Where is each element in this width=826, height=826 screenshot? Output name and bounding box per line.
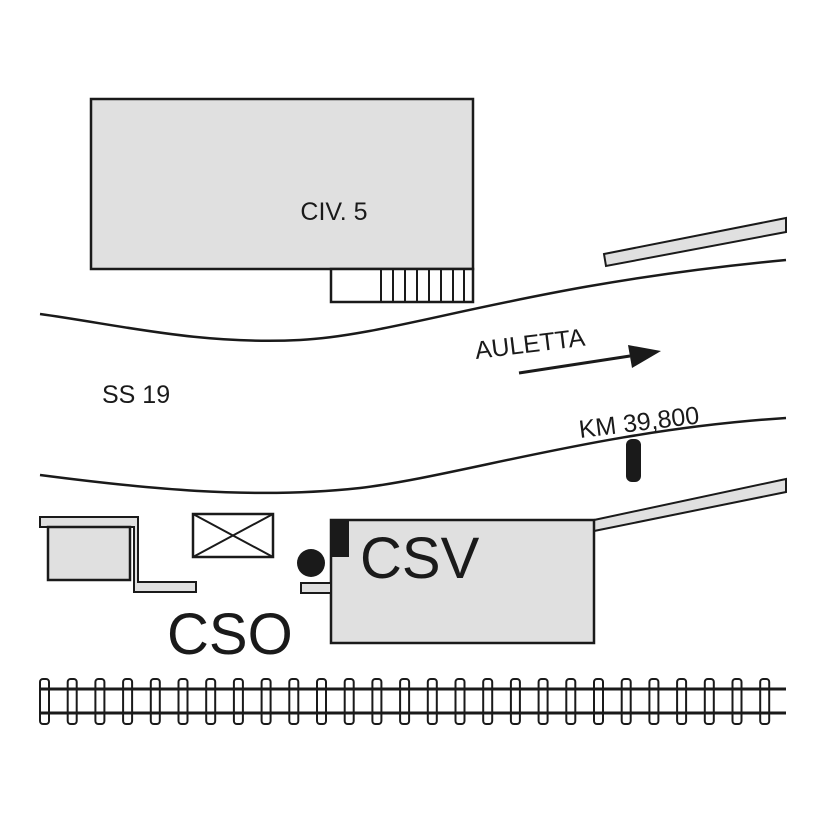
building-body (89, 97, 475, 271)
railway-sleeper (509, 678, 521, 725)
post-icon (626, 439, 641, 482)
railway-sleeper (316, 678, 327, 725)
railway-sleeper (399, 678, 411, 725)
railway-sleeper (371, 678, 383, 725)
railway-sleeper (149, 678, 161, 725)
road-edge-bottom (39, 416, 787, 495)
railway-sleeper (66, 678, 78, 725)
railway-sleeper (731, 678, 743, 725)
railway-sleepers (39, 678, 771, 725)
building-civ5: CIV. 5 (89, 97, 475, 304)
railway-sleeper (177, 678, 189, 725)
railway-sleeper (122, 678, 134, 725)
railway-sleeper (260, 678, 272, 725)
csv-building: CSV (300, 518, 596, 645)
csv-body (329, 518, 596, 645)
railway-sleeper (426, 678, 438, 725)
csv-marker (331, 520, 349, 557)
csv-ledge (300, 582, 332, 594)
filled-circle-icon (297, 549, 325, 577)
railway-sleeper (288, 678, 300, 725)
barrier-top-right (602, 216, 787, 268)
railway-sleeper (39, 678, 50, 725)
railway-sleeper (703, 678, 715, 725)
railway-sleeper (537, 678, 549, 725)
railway-sleeper (482, 678, 494, 725)
railway-sleeper (454, 678, 466, 725)
railway-sleeper (620, 678, 632, 725)
railway-sleeper (676, 678, 688, 725)
csv-label: CSV (360, 526, 480, 591)
railway-sleeper (565, 678, 577, 725)
cso-label: CSO (167, 602, 293, 667)
railway-sleeper (343, 678, 355, 725)
crossed-box-icon (191, 512, 275, 559)
railway-sleeper (593, 678, 604, 725)
arrow-right-icon (518, 345, 661, 375)
railway-sleeper (205, 678, 217, 725)
direction-label: AULETTA (473, 324, 587, 365)
railway-track-icon (39, 678, 786, 725)
railway-sleeper (759, 678, 771, 725)
road-edge-top (39, 258, 787, 343)
barrier-bottom-right (593, 477, 787, 533)
road-label: SS 19 (102, 381, 170, 409)
steps-hatching (380, 269, 465, 302)
railway-sleeper (232, 678, 244, 725)
railway-sleeper (94, 678, 106, 725)
km-label: KM 39,800 (577, 401, 700, 444)
building-steps (329, 267, 475, 304)
building-label: CIV. 5 (300, 198, 367, 226)
railway-sleeper (648, 678, 660, 725)
left-structure (39, 516, 197, 593)
